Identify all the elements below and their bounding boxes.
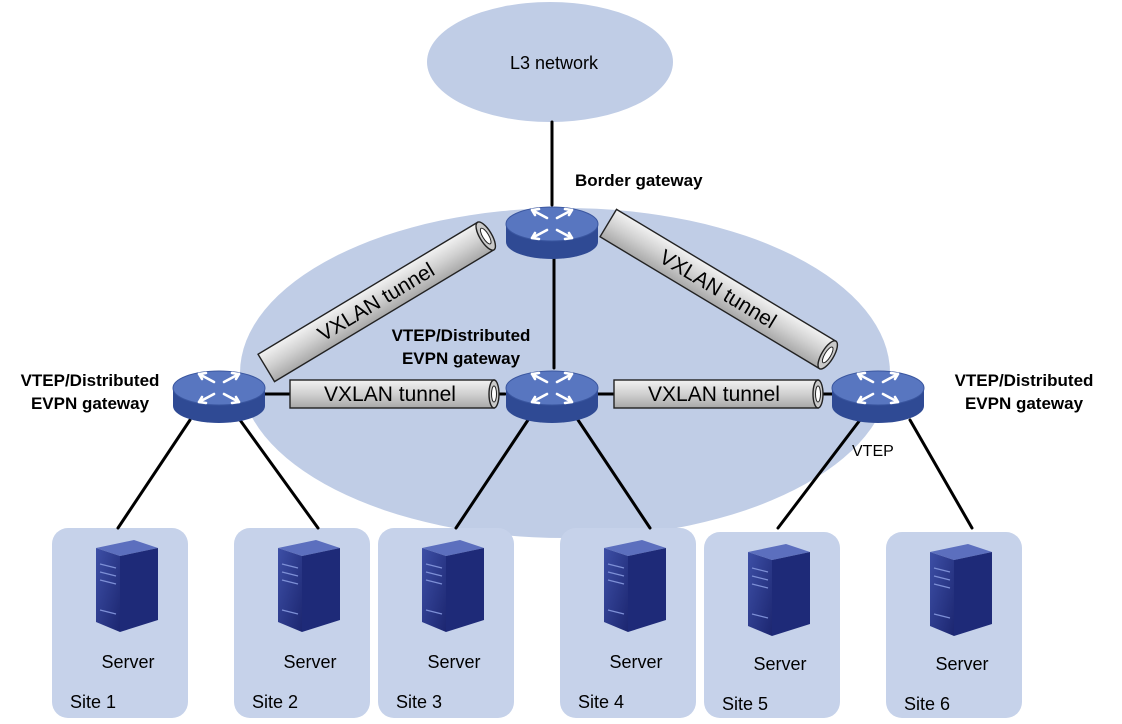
server-label: Server bbox=[283, 652, 336, 672]
right-vtep-router-icon bbox=[830, 369, 926, 425]
left-vtep-label-line2: EVPN gateway bbox=[31, 394, 150, 413]
right-vtep-label-line2: EVPN gateway bbox=[965, 394, 1084, 413]
server-label: Server bbox=[753, 654, 806, 674]
center-vtep-label-line2: EVPN gateway bbox=[402, 349, 521, 368]
server-label: Server bbox=[427, 652, 480, 672]
l3-network-cloud bbox=[427, 2, 673, 122]
server-icon bbox=[747, 543, 811, 637]
server-icon bbox=[277, 539, 341, 633]
link-left-site1 bbox=[116, 418, 192, 530]
vxlan-tunnel-label: VXLAN tunnel bbox=[648, 383, 780, 406]
right-vtep-label-line1: VTEP/Distributed bbox=[955, 371, 1094, 390]
vxlan-tunnel-horizontal-right: VXLAN tunnel bbox=[613, 379, 824, 409]
site-label: Site 4 bbox=[578, 692, 624, 712]
left-vtep-router-icon bbox=[171, 369, 267, 425]
server-icon bbox=[929, 543, 993, 637]
site-label: Site 5 bbox=[722, 694, 768, 714]
site-label: Site 6 bbox=[904, 694, 950, 714]
left-vtep-label-line1: VTEP/Distributed bbox=[21, 371, 160, 390]
vxlan-tunnel-label: VXLAN tunnel bbox=[324, 383, 456, 406]
center-vtep-label-line1: VTEP/Distributed bbox=[392, 326, 531, 345]
site-label: Site 1 bbox=[70, 692, 116, 712]
server-label: Server bbox=[101, 652, 154, 672]
vtep-small-label: VTEP bbox=[852, 443, 894, 460]
link-right-site5 bbox=[776, 418, 862, 530]
link-center-site4 bbox=[576, 418, 652, 530]
server-icon bbox=[95, 539, 159, 633]
vxlan-tunnel-horizontal-left: VXLAN tunnel bbox=[289, 379, 500, 409]
border-gateway-router-icon bbox=[504, 205, 600, 261]
link-center-site3 bbox=[454, 418, 530, 530]
server-label: Server bbox=[935, 654, 988, 674]
site-label: Site 2 bbox=[252, 692, 298, 712]
server-icon bbox=[421, 539, 485, 633]
border-gateway-label: Border gateway bbox=[575, 171, 703, 190]
center-vtep-router-icon bbox=[504, 369, 600, 425]
link-right-site6 bbox=[908, 418, 974, 530]
server-label: Server bbox=[609, 652, 662, 672]
link-left-site2 bbox=[238, 418, 320, 530]
site-label: Site 3 bbox=[396, 692, 442, 712]
server-icon bbox=[603, 539, 667, 633]
l3-network-label: L3 network bbox=[510, 53, 599, 73]
